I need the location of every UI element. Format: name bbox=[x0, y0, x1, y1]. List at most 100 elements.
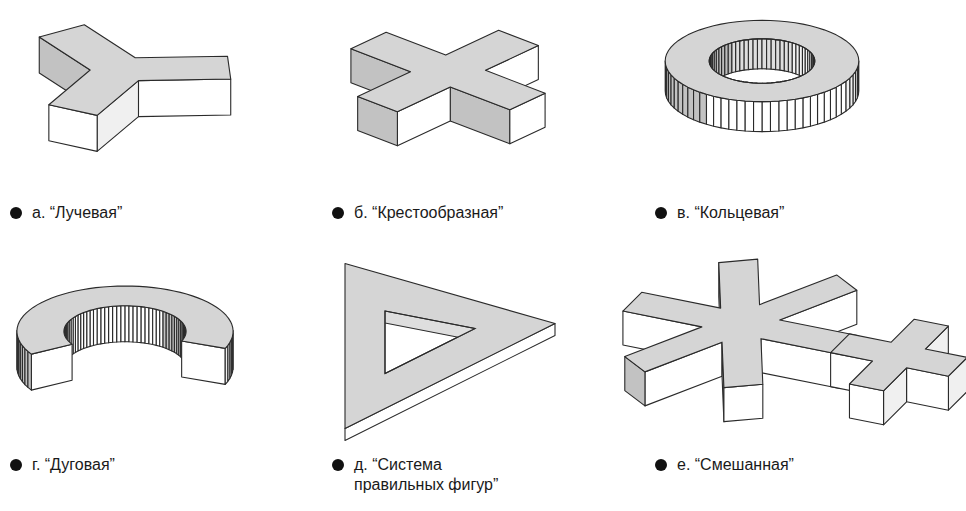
side-face bbox=[762, 102, 770, 132]
side-face bbox=[101, 307, 105, 344]
caption-text: е. “Смешанная” bbox=[677, 455, 794, 475]
mixed-shape bbox=[623, 259, 966, 425]
bullet-dot bbox=[332, 459, 344, 471]
side-face bbox=[117, 306, 121, 342]
side-face bbox=[841, 81, 846, 114]
side-face bbox=[803, 96, 810, 128]
caption-text: в. “Кольцевая” bbox=[677, 203, 784, 223]
ray-shape bbox=[39, 25, 230, 152]
caption-text: а. “Лучевая” bbox=[32, 203, 122, 223]
ring-shape bbox=[665, 20, 859, 131]
caption-text: б. “Крестообразная” bbox=[354, 203, 503, 223]
solid bbox=[665, 20, 859, 131]
inner-wall bbox=[780, 40, 784, 71]
side-face bbox=[129, 306, 133, 342]
side-face bbox=[721, 98, 729, 129]
top-face bbox=[623, 259, 859, 388]
side-face bbox=[97, 308, 101, 345]
inner-wall bbox=[771, 39, 776, 69]
top-face bbox=[39, 25, 230, 116]
side-face bbox=[674, 78, 678, 111]
side-face bbox=[745, 101, 753, 131]
solid bbox=[831, 319, 966, 425]
side-face bbox=[688, 87, 694, 120]
inner-wall bbox=[762, 39, 767, 69]
top-face bbox=[17, 286, 233, 354]
side-face bbox=[141, 307, 145, 344]
solid bbox=[39, 25, 230, 152]
side-face bbox=[818, 92, 825, 124]
hole-edge bbox=[385, 311, 475, 374]
side-face bbox=[770, 101, 778, 131]
side-face bbox=[125, 306, 129, 342]
caption-text: д. “Система правильных фигур” bbox=[354, 455, 532, 495]
solid bbox=[623, 259, 859, 422]
inner-wall bbox=[748, 39, 753, 69]
inner-wall bbox=[732, 42, 736, 73]
side-face bbox=[28, 351, 31, 390]
side-face bbox=[109, 306, 113, 342]
side-face bbox=[706, 94, 713, 126]
side-face bbox=[795, 98, 803, 129]
cross-shape bbox=[351, 30, 545, 146]
side-face bbox=[824, 90, 830, 122]
caption: б. “Крестообразная” bbox=[332, 203, 503, 223]
top-face bbox=[665, 20, 859, 101]
top-face bbox=[351, 30, 545, 112]
bullet-dot bbox=[655, 459, 667, 471]
solid bbox=[351, 30, 545, 146]
inner-wall bbox=[736, 41, 740, 72]
side-face bbox=[133, 306, 137, 342]
side-face bbox=[121, 306, 125, 342]
side-face bbox=[137, 306, 141, 342]
hole-edge bbox=[709, 39, 815, 83]
caption: в. “Кольцевая” bbox=[655, 203, 784, 223]
caption-text: г. “Дуговая” bbox=[32, 455, 115, 475]
bullet-dot bbox=[655, 207, 667, 219]
side-face bbox=[729, 99, 737, 130]
solid bbox=[345, 264, 555, 441]
side-face bbox=[105, 307, 109, 344]
inner-wall bbox=[740, 40, 744, 71]
side-face bbox=[225, 346, 228, 385]
side-face bbox=[779, 100, 787, 131]
inner-wall bbox=[784, 41, 788, 72]
side-face bbox=[724, 384, 763, 421]
side-face bbox=[787, 99, 795, 130]
side-face bbox=[678, 81, 683, 114]
bullet-dot bbox=[10, 207, 22, 219]
bullet-dot bbox=[10, 459, 22, 471]
bullet-dot bbox=[332, 207, 344, 219]
side-face bbox=[836, 84, 841, 117]
side-face bbox=[145, 307, 149, 344]
side-face bbox=[737, 100, 745, 131]
side-face bbox=[694, 90, 700, 122]
caption: д. “Система правильных фигур” bbox=[332, 455, 532, 495]
side-face bbox=[846, 78, 850, 111]
arc-shape bbox=[17, 286, 233, 390]
side-face bbox=[830, 87, 836, 120]
inner-wall bbox=[753, 39, 758, 69]
inner-wall bbox=[788, 42, 792, 73]
side-face bbox=[138, 79, 230, 117]
inner-wall bbox=[767, 39, 772, 69]
inner-wall bbox=[744, 40, 748, 71]
side-face bbox=[149, 308, 153, 345]
side-face bbox=[113, 306, 117, 342]
side-face bbox=[700, 92, 707, 124]
side-face bbox=[754, 102, 762, 132]
caption: г. “Дуговая” bbox=[10, 455, 115, 475]
inner-wall bbox=[776, 40, 780, 71]
side-face bbox=[714, 96, 721, 128]
side-face bbox=[683, 84, 688, 117]
hole-walls bbox=[709, 39, 815, 91]
top-face bbox=[831, 319, 966, 391]
solid bbox=[17, 286, 233, 390]
caption: а. “Лучевая” bbox=[10, 203, 122, 223]
triangle-shape bbox=[345, 264, 555, 441]
caption: е. “Смешанная” bbox=[655, 455, 794, 475]
top-face bbox=[345, 264, 555, 429]
inner-wall bbox=[757, 39, 762, 69]
side-face bbox=[810, 94, 817, 126]
